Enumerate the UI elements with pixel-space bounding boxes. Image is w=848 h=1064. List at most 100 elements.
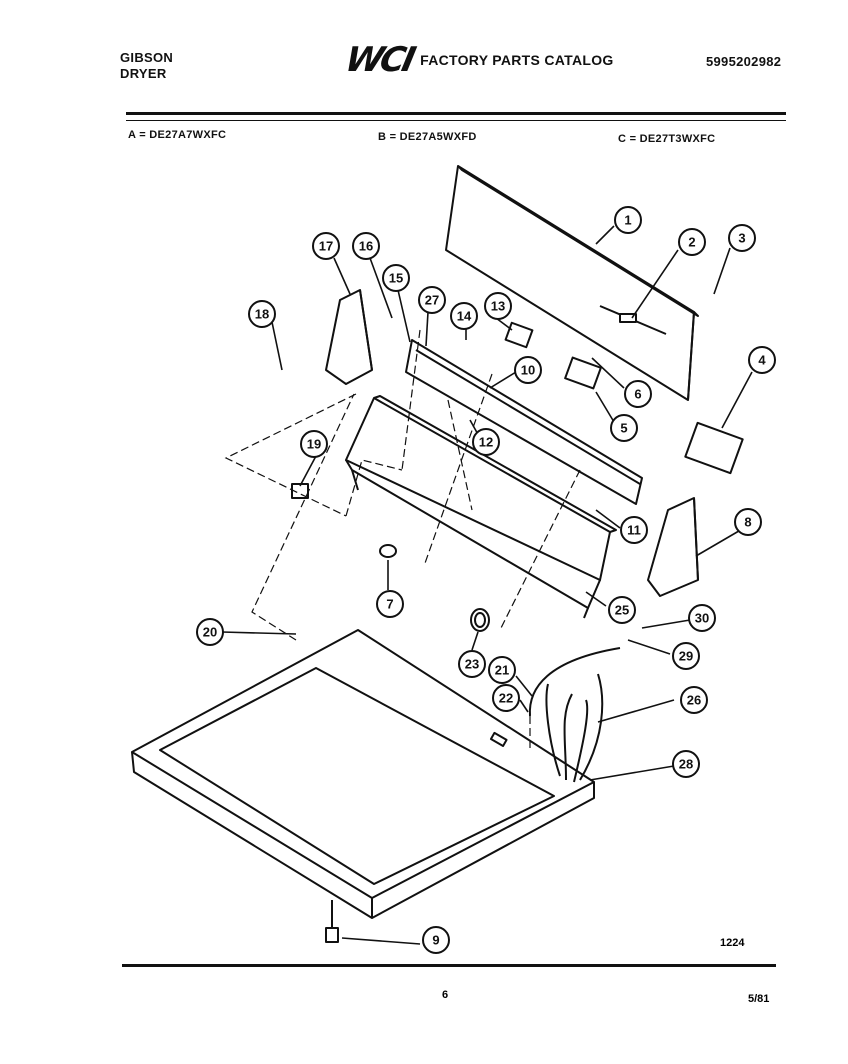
callout-circle xyxy=(248,300,276,328)
callout-circle xyxy=(488,656,516,684)
callout-number: 18 xyxy=(255,307,269,322)
callout-circle xyxy=(472,428,500,456)
model-c: C = DE27T3WXFC xyxy=(618,133,716,145)
callout-3: 3 xyxy=(728,224,756,252)
knob-7 xyxy=(379,544,397,558)
model-a: A = DE27A7WXFC xyxy=(128,129,227,141)
callout-circle xyxy=(418,286,446,314)
callout-circle xyxy=(352,232,380,260)
callout-23: 23 xyxy=(458,650,486,678)
callout-circle xyxy=(672,750,700,778)
callout-circle xyxy=(312,232,340,260)
callout-27: 27 xyxy=(418,286,446,314)
callout-number: 25 xyxy=(615,603,629,618)
catalog-date: 5/81 xyxy=(748,993,769,1005)
callout-number: 29 xyxy=(679,649,693,664)
callout-circle xyxy=(680,686,708,714)
footer-rule xyxy=(122,964,776,967)
callout-circle xyxy=(678,228,706,256)
callout-number: 2 xyxy=(688,235,695,250)
callout-16: 16 xyxy=(352,232,380,260)
callout-6: 6 xyxy=(624,380,652,408)
left-end-cap xyxy=(325,289,373,385)
callout-4: 4 xyxy=(748,346,776,374)
callout-circle xyxy=(382,264,410,292)
callout-circle xyxy=(728,224,756,252)
callout-26: 26 xyxy=(680,686,708,714)
callout-circle xyxy=(748,346,776,374)
callout-17: 17 xyxy=(312,232,340,260)
callout-circle xyxy=(734,508,762,536)
callout-15: 15 xyxy=(382,264,410,292)
callout-number: 30 xyxy=(695,611,709,626)
callout-number: 7 xyxy=(386,597,393,612)
callout-number: 10 xyxy=(521,363,535,378)
callout-21: 21 xyxy=(488,656,516,684)
page-number: 6 xyxy=(442,989,448,1001)
callout-number: 5 xyxy=(620,421,627,436)
callout-9: 9 xyxy=(422,926,450,954)
callout-number: 9 xyxy=(432,933,439,948)
callout-circle xyxy=(300,430,328,458)
callout-circle xyxy=(484,292,512,320)
callout-circle xyxy=(614,206,642,234)
callout-circle xyxy=(610,414,638,442)
callout-10: 10 xyxy=(514,356,542,384)
callout-number: 16 xyxy=(359,239,373,254)
callout-13: 13 xyxy=(484,292,512,320)
callout-circle xyxy=(422,926,450,954)
callout-1: 1 xyxy=(614,206,642,234)
callout-circle xyxy=(514,356,542,384)
callout-8: 8 xyxy=(734,508,762,536)
callout-7: 7 xyxy=(376,590,404,618)
leg-9 xyxy=(325,927,339,943)
callout-circle xyxy=(688,604,716,632)
callout-number: 21 xyxy=(495,663,509,678)
callout-circle xyxy=(458,650,486,678)
model-b: B = DE27A5WXFD xyxy=(378,131,477,143)
callout-number: 11 xyxy=(627,523,641,538)
callout-number: 28 xyxy=(679,757,693,772)
callout-2: 2 xyxy=(678,228,706,256)
catalog-title: FACTORY PARTS CATALOG xyxy=(420,52,614,68)
callout-number: 6 xyxy=(634,387,641,402)
callout-circle xyxy=(450,302,478,330)
callout-circle xyxy=(196,618,224,646)
callout-28: 28 xyxy=(672,750,700,778)
product-type: DRYER xyxy=(120,66,167,81)
callout-number: 27 xyxy=(425,293,439,308)
catalog-title-block: WCI FACTORY PARTS CATALOG xyxy=(342,40,614,80)
callout-circle xyxy=(624,380,652,408)
callout-circle xyxy=(620,516,648,544)
callout-number: 3 xyxy=(738,231,745,246)
catalog-number: 5995202982 xyxy=(706,54,782,69)
right-end-cap xyxy=(647,497,699,597)
callout-number: 20 xyxy=(203,625,217,640)
callout-number: 14 xyxy=(457,309,472,324)
callout-22: 22 xyxy=(492,684,520,712)
console-rail xyxy=(405,339,643,505)
callout-number: 15 xyxy=(389,271,403,286)
drawing-number: 1224 xyxy=(720,937,745,949)
callout-29: 29 xyxy=(672,642,700,670)
callout-number: 17 xyxy=(319,239,333,254)
callout-number: 13 xyxy=(491,299,505,314)
callout-circle xyxy=(608,596,636,624)
callout-number: 26 xyxy=(687,693,701,708)
brand-name: GIBSON xyxy=(120,50,174,65)
brand-block: GIBSON DRYER xyxy=(120,50,173,82)
callout-12: 12 xyxy=(472,428,500,456)
callout-14: 14 xyxy=(450,302,478,330)
callout-18: 18 xyxy=(248,300,276,328)
callout-number: 4 xyxy=(758,353,766,368)
ring-23 xyxy=(470,608,490,632)
callout-number: 22 xyxy=(499,691,513,706)
callout-5: 5 xyxy=(610,414,638,442)
callout-circle xyxy=(672,642,700,670)
callout-number: 12 xyxy=(479,435,493,450)
callout-30: 30 xyxy=(688,604,716,632)
header-rule xyxy=(126,112,786,115)
header-rule-thin xyxy=(126,120,786,121)
callout-20: 20 xyxy=(196,618,224,646)
callout-number: 1 xyxy=(624,213,631,228)
